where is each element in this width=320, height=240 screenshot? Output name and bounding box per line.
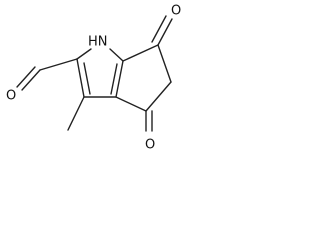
bond-c2-n [76,48,92,60]
bond-c3-c2-double [83,62,91,95]
atom-label-nh: HN [88,35,108,50]
bond-n-c6a [109,48,124,62]
atom-label-o-aldehyde: O [6,89,16,104]
bond-cho-o [21,69,41,91]
bond-c6-o-top-double [151,15,167,43]
bond-c6-o-top [157,18,173,46]
bond-c6a-c6 [122,44,159,62]
atom-label-o-bottom: O [145,138,155,153]
bond-c3-methyl [67,96,85,131]
bond-c6a-c3a [115,60,124,98]
bond-c2-cho [39,58,78,71]
atom-label-o-top: O [171,4,181,19]
bond-c6-c5 [157,44,172,83]
bond-c6a-c3a-double [110,63,118,95]
bond-c4-c3a [115,96,147,112]
bond-c5-c4 [145,81,172,112]
chemical-structure: HN O O O [6,4,181,153]
bond-c3-c2 [76,58,85,98]
bond-cho-o-double [16,66,36,88]
